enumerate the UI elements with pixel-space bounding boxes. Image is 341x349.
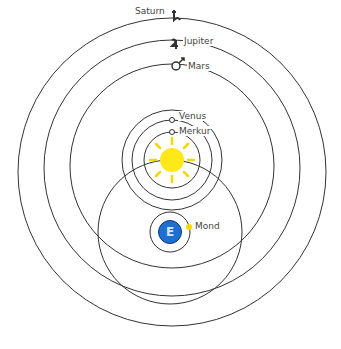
planet-label: Venus [178, 111, 207, 121]
moon-label: Mond [194, 221, 221, 231]
moon-dot [186, 224, 192, 230]
earth-letter: E [166, 225, 174, 239]
mercury-dot [170, 130, 175, 135]
mars-orbit [70, 64, 274, 268]
planet-label: Merkur [178, 126, 211, 136]
saturn-symbol [172, 10, 180, 20]
sun-orbit [98, 160, 242, 304]
sun-ring [122, 110, 222, 210]
earth-circle: E [158, 220, 182, 244]
venus-orbit [132, 120, 212, 200]
saturn-orbit [18, 18, 326, 326]
planet-label: Mars [187, 61, 211, 71]
moon-orbit [150, 212, 190, 252]
jupiter-symbol [172, 39, 178, 49]
planet-label: Jupiter [183, 36, 214, 46]
mercury-orbit [144, 132, 200, 188]
venus-dot [170, 118, 175, 123]
sun-symbol [150, 138, 194, 182]
planet-label: Saturn [134, 6, 166, 16]
jupiter-orbit [44, 40, 300, 296]
mars-symbol [172, 62, 180, 70]
